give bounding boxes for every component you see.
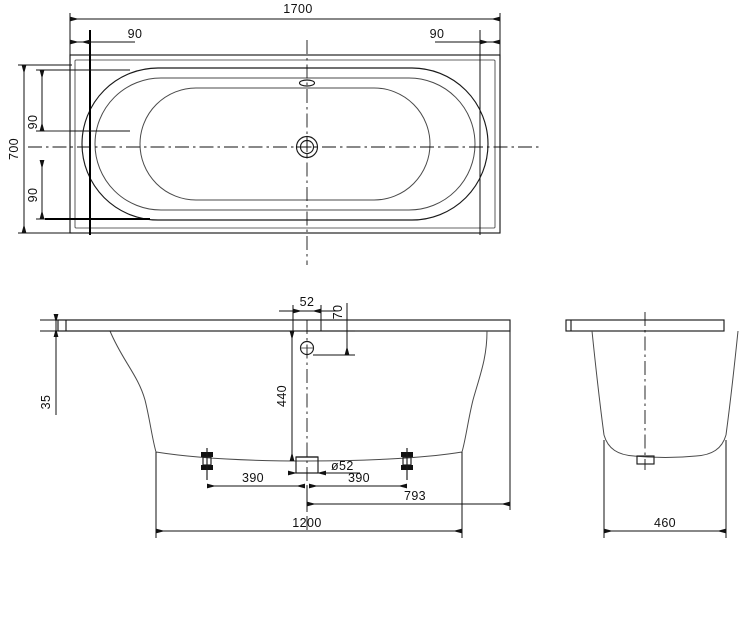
side-bowl-left-fillet [603,434,635,457]
front-dim-internal-depth: 440 [275,385,289,407]
plan-outer-rectangle [69,54,501,234]
side-bowl-right-fillet [695,434,727,457]
front-rim-slab [57,319,511,332]
side-bowl-right-wall [725,330,739,436]
plan-bowl-mid-stadium [94,77,476,211]
front-elevation-view: 52 70 440 35 ø52 [39,295,511,538]
plan-flange-inner-line [74,59,496,229]
plan-bowl-inner-stadium [139,87,431,201]
front-bowl-left-profile [109,330,157,453]
front-foot-left [201,448,213,480]
front-foot-right [401,448,413,480]
front-dim-drain-diameter: ø52 [331,459,354,473]
plan-view: 1700 90 90 700 90 [7,2,540,265]
plan-dim-overall-length: 1700 [283,2,312,16]
front-dim-foot-left-offset: 390 [242,471,264,485]
front-dim-edge-to-center: 793 [404,489,426,503]
plan-dim-rim-left: 90 [128,27,143,41]
side-dim-base-width: 460 [654,516,676,530]
plan-dim-rim-bottom: 90 [26,188,40,203]
side-bowl-left-wall [591,330,605,436]
side-drain-spigot [636,455,655,465]
front-bowl-right-profile [461,330,488,453]
plan-dim-rim-right: 90 [430,27,445,41]
front-dim-foot-span: 1200 [292,516,321,530]
plan-dim-overall-width: 700 [7,138,21,160]
plan-dim-rim-top: 90 [26,115,40,130]
front-dim-overflow-height: 70 [331,305,345,320]
plan-bowl-outer-stadium [81,67,489,221]
front-dim-overflow-width: 52 [300,295,315,309]
plan-overflow-ellipse [298,79,316,87]
side-elevation-view: 460 [565,312,739,538]
front-dim-foot-right-offset: 390 [348,471,370,485]
front-dim-rim-thickness: 35 [39,395,53,410]
